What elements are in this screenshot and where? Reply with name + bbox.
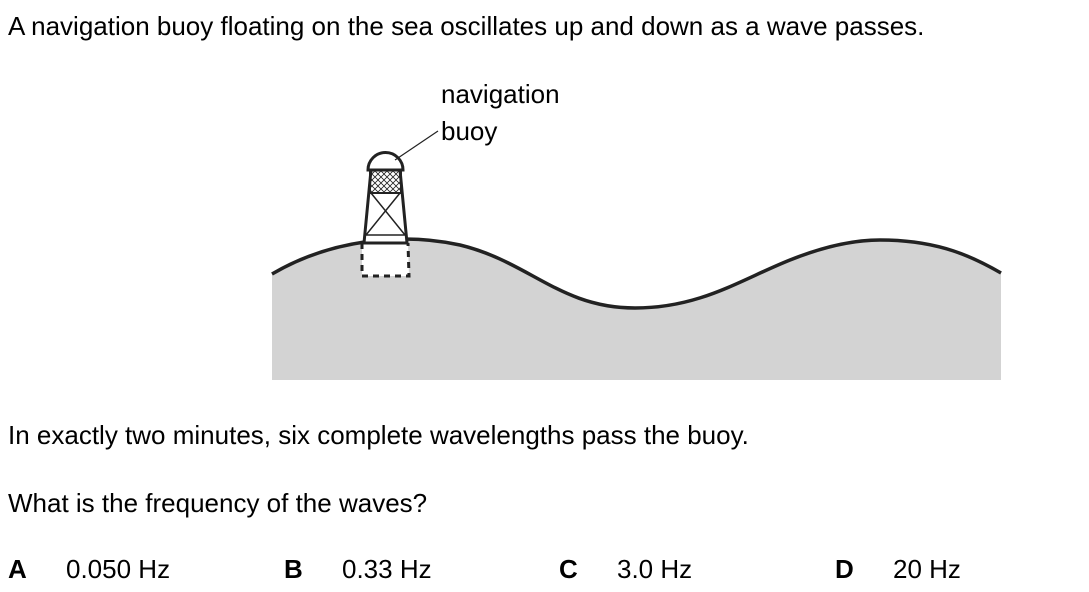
label-leader-line [394, 130, 439, 161]
buoy-submerged-outline [360, 242, 411, 278]
option-value: 0.050 Hz [66, 554, 171, 584]
buoy-wave-diagram: navigation buoy [271, 79, 1002, 380]
option-value: 0.33 Hz [342, 554, 432, 584]
option-letter: C [559, 554, 578, 584]
option-value: 3.0 Hz [617, 554, 693, 584]
buoy-dome [366, 151, 405, 172]
option-letter: D [835, 554, 854, 584]
buoy-lamp-housing [369, 169, 402, 194]
buoy [360, 151, 411, 278]
option-letter: B [284, 554, 303, 584]
question-prompt: What is the frequency of the waves? [8, 488, 428, 518]
label-navigation: navigation [441, 79, 560, 109]
question-given: In exactly two minutes, six complete wav… [8, 420, 749, 450]
question-intro: A navigation buoy floating on the sea os… [8, 11, 925, 41]
option-letter: A [8, 554, 27, 584]
option-value: 20 Hz [893, 554, 961, 584]
label-buoy: buoy [441, 116, 497, 146]
wave-surface [271, 237, 1002, 310]
